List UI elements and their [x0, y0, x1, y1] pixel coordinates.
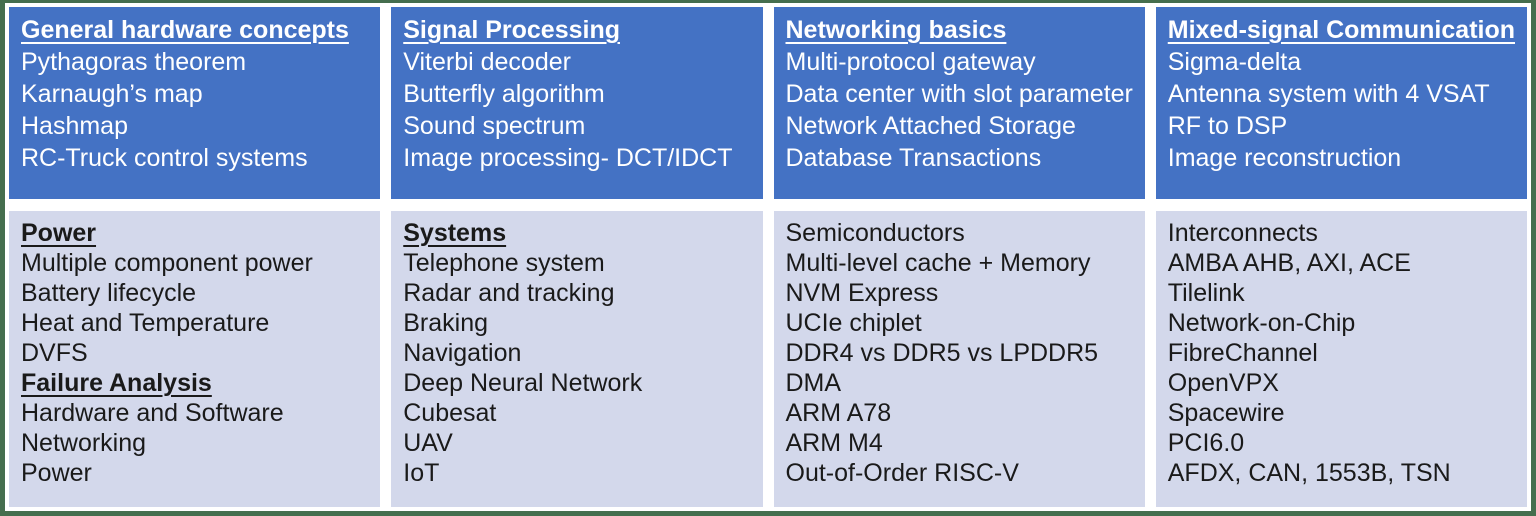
list-item: UAV	[403, 429, 453, 457]
list-item: Hardware and Software	[21, 399, 284, 427]
section-header: Power	[21, 219, 97, 247]
list-item: Cubesat	[403, 399, 497, 427]
section-header: Failure Analysis	[21, 369, 212, 397]
cell-mixed-signal-communication: Mixed-signal Communication Sigma-delta A…	[1155, 7, 1527, 199]
cell-semiconductors-memory: Semiconductors Multi-level cache + Memor…	[773, 211, 1145, 507]
cell-general-hardware-concepts: General hardware concepts Pythagoras the…	[9, 7, 381, 199]
list-item: Hashmap	[21, 112, 128, 140]
list-item: UCIe chiplet	[785, 309, 922, 337]
list-item: Network Attached Storage	[785, 112, 1076, 140]
cell-networking-basics: Networking basics Multi-protocol gateway…	[773, 7, 1145, 199]
list-item: Viterbi decoder	[403, 48, 571, 76]
list-item: PCI6.0	[1167, 429, 1245, 457]
list-item: Multi-level cache + Memory	[785, 249, 1091, 277]
list-item: IoT	[403, 459, 440, 487]
list-item: Sound spectrum	[403, 112, 586, 140]
list-item: FibreChannel	[1167, 339, 1318, 367]
topics-table: General hardware concepts Pythagoras the…	[9, 7, 1527, 507]
list-item: OpenVPX	[1167, 369, 1279, 397]
list-item: Data center with slot parameter	[785, 80, 1133, 108]
list-item: Multi-protocol gateway	[785, 48, 1036, 76]
cell-interconnects: Interconnects AMBA AHB, AXI, ACE Tilelin…	[1155, 211, 1527, 507]
section-header: Networking basics	[785, 16, 1007, 44]
list-item: Multiple component power	[21, 249, 313, 277]
list-item: Deep Neural Network	[403, 369, 643, 397]
list-item: Sigma-delta	[1167, 48, 1302, 76]
list-item: Braking	[403, 309, 489, 337]
list-item: Heat and Temperature	[21, 309, 270, 337]
list-item: Navigation	[403, 339, 522, 367]
list-item: Semiconductors	[785, 219, 965, 247]
list-item: Telephone system	[403, 249, 605, 277]
list-item: NVM Express	[785, 279, 939, 307]
list-item: RF to DSP	[1167, 112, 1288, 140]
list-item: Network-on-Chip	[1167, 309, 1356, 337]
list-item: Image reconstruction	[1167, 144, 1402, 172]
list-item: Interconnects	[1167, 219, 1318, 247]
section-header: General hardware concepts	[21, 16, 349, 44]
section-header: Systems	[403, 219, 507, 247]
list-item: DDR4 vs DDR5 vs LPDDR5	[785, 339, 1099, 367]
section-header: Signal Processing	[403, 16, 620, 44]
list-item: Antenna system with 4 VSAT	[1167, 80, 1490, 108]
list-item: DMA	[785, 369, 842, 397]
list-item: Battery lifecycle	[21, 279, 197, 307]
list-item: Image processing- DCT/IDCT	[403, 144, 733, 172]
cell-power-failure-analysis: Power Multiple component power Battery l…	[9, 211, 381, 507]
list-item: Tilelink	[1167, 279, 1245, 307]
list-item: AFDX, CAN, 1553B, TSN	[1167, 459, 1451, 487]
cell-systems: Systems Telephone system Radar and track…	[391, 211, 763, 507]
list-item: Power	[21, 459, 92, 487]
list-item: Database Transactions	[785, 144, 1042, 172]
list-item: Spacewire	[1167, 399, 1285, 427]
section-header: Mixed-signal Communication	[1167, 16, 1516, 44]
list-item: AMBA AHB, AXI, ACE	[1167, 249, 1411, 277]
list-item: ARM A78	[785, 399, 892, 427]
list-item: RC-Truck control systems	[21, 144, 308, 172]
list-item: Butterfly algorithm	[403, 80, 605, 108]
list-item: Pythagoras theorem	[21, 48, 247, 76]
list-item: DVFS	[21, 339, 88, 367]
list-item: Karnaugh’s map	[21, 80, 203, 108]
list-item: Radar and tracking	[403, 279, 615, 307]
cell-signal-processing: Signal Processing Viterbi decoder Butter…	[391, 7, 763, 199]
list-item: Networking	[21, 429, 147, 457]
list-item: ARM M4	[785, 429, 883, 457]
list-item: Out-of-Order RISC-V	[785, 459, 1019, 487]
